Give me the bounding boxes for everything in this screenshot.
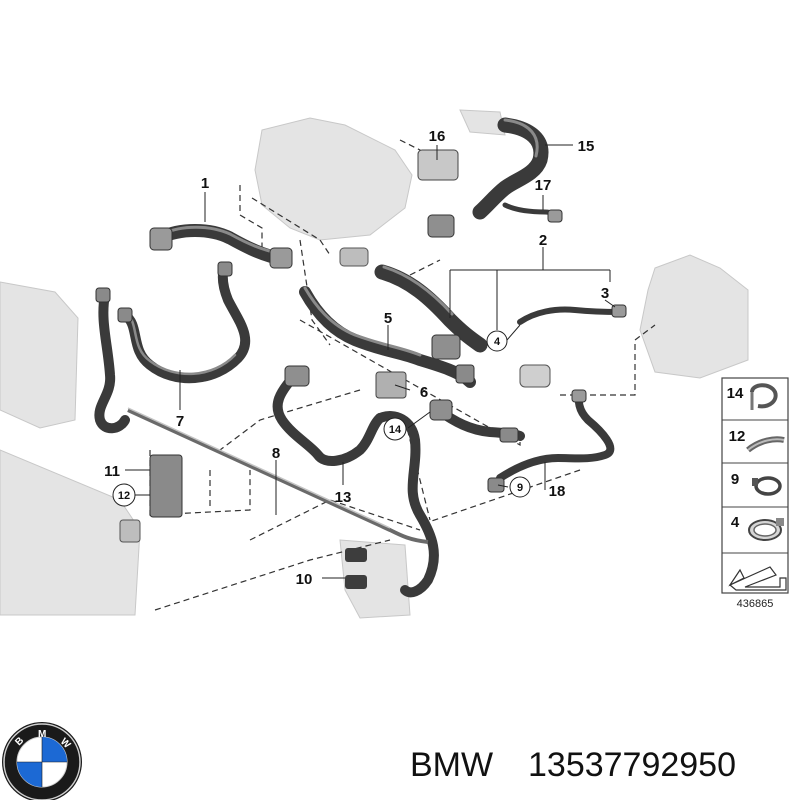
leader-lines: [125, 144, 616, 579]
callout-17: 17: [535, 177, 552, 194]
fittings: [95, 149, 627, 589]
callout-5: 5: [384, 310, 392, 327]
callout-labels: 1 2 3 5 6 7 8 10 11 13 15 16 17 18: [104, 128, 609, 588]
callout-6: 6: [420, 384, 428, 401]
legend-label-4: 4: [731, 514, 740, 531]
svg-text:14: 14: [389, 424, 402, 436]
bypass-pipe: [127, 407, 429, 544]
bmw-logo-letter-m: M: [38, 729, 46, 740]
hose-7: [120, 263, 251, 384]
circled-callout-12: 12: [112, 483, 136, 507]
svg-text:12: 12: [118, 490, 130, 502]
callout-16: 16: [429, 128, 446, 145]
bmw-logo: B M W: [2, 722, 82, 800]
callout-8: 8: [272, 445, 280, 462]
hose-1: [153, 224, 292, 267]
hose-13: [375, 411, 439, 598]
callout-13: 13: [335, 489, 352, 506]
band-clamp-icon: [748, 518, 784, 541]
hose-left-vertical: [94, 290, 130, 434]
part-number: 13537792950: [528, 746, 736, 784]
svg-text:4: 4: [494, 336, 501, 348]
brand-name: BMW: [410, 746, 493, 784]
ghost-expansion-tank: [639, 254, 749, 379]
callout-11: 11: [104, 463, 120, 480]
callout-1: 1: [201, 175, 209, 192]
legend-panel: 14 12 9 4: [721, 377, 789, 594]
callout-2: 2: [539, 232, 547, 249]
hose-3: [517, 306, 623, 325]
legend-label-12: 12: [729, 428, 746, 445]
callout-3: 3: [601, 285, 609, 302]
hose-2-upper: [374, 264, 488, 353]
hose-18: [496, 391, 615, 482]
callout-10: 10: [296, 571, 313, 588]
arrow-icon: [728, 566, 787, 591]
hose-5: [299, 286, 476, 388]
hose-8: [272, 370, 385, 466]
ghost-engine-block: [254, 109, 506, 241]
callout-18: 18: [549, 483, 566, 500]
legend-label-14: 14: [727, 385, 744, 402]
ghost-radiator: [0, 281, 141, 616]
circled-callout-9: 9: [509, 476, 531, 498]
circled-callout-14: 14: [383, 417, 407, 441]
svg-text:9: 9: [517, 482, 523, 494]
hose-15: [472, 117, 549, 220]
callout-15: 15: [578, 138, 595, 155]
clip-icon: [750, 383, 778, 410]
callout-7: 7: [176, 413, 184, 430]
circled-callout-4: 4: [486, 330, 508, 352]
spring-clamp-icon: [752, 476, 782, 496]
strap-icon: [746, 436, 785, 453]
diagram-reference-number: 436865: [737, 598, 774, 610]
legend-label-9: 9: [731, 471, 739, 488]
